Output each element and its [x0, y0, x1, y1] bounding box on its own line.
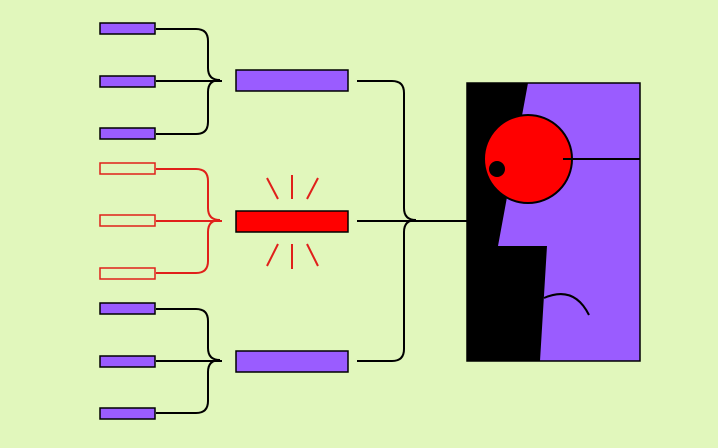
input-node-outline: [99, 162, 156, 175]
input-node: [99, 407, 156, 420]
input-node: [99, 75, 156, 88]
aggregate-node-top: [235, 69, 349, 92]
input-node-outline: [99, 267, 156, 280]
robot-face-icon: [466, 82, 641, 362]
alert-ray: [266, 243, 279, 267]
robot-eye: [483, 114, 573, 204]
input-node: [99, 127, 156, 140]
group-top: [156, 28, 222, 135]
alert-ray: [306, 177, 319, 200]
input-node: [99, 302, 156, 315]
group-middle: [156, 168, 222, 274]
aggregate-node-bottom: [235, 350, 349, 373]
output-bracket: [357, 80, 468, 362]
aggregate-node-alert: [235, 210, 349, 233]
alert-ray: [266, 177, 279, 200]
robot-mouth: [543, 293, 590, 316]
input-node-outline: [99, 214, 156, 227]
robot-pupil: [489, 161, 505, 177]
robot-face-frame: [466, 82, 641, 362]
input-node: [99, 22, 156, 35]
group-bottom: [156, 308, 222, 414]
alert-rays-icon: [266, 175, 319, 269]
alert-ray: [306, 243, 319, 267]
input-node: [99, 355, 156, 368]
